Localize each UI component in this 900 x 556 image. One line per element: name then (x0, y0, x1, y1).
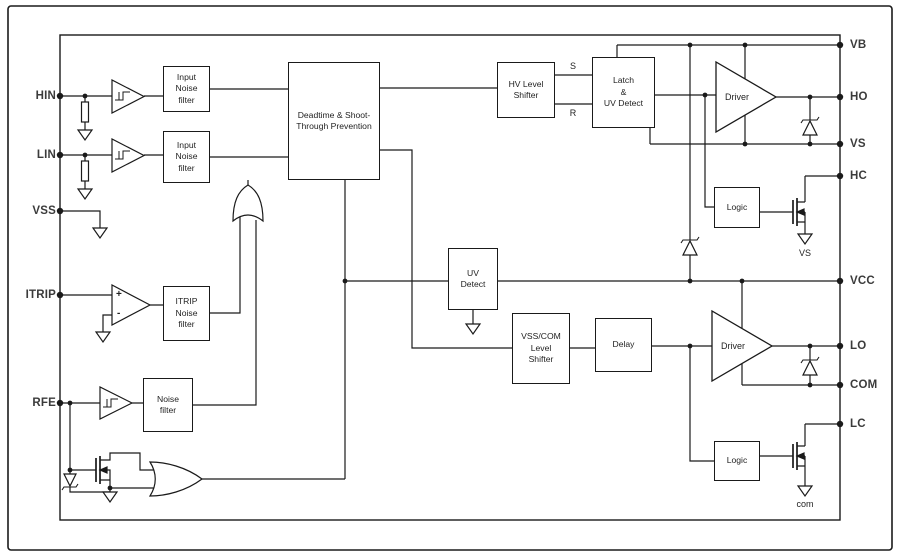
pin-label-rfe: RFE (32, 397, 56, 409)
junction-dots (67, 42, 813, 491)
block-uv-detect: UV Detect (448, 248, 498, 310)
com-reference-label: com (796, 499, 814, 509)
pin-label-itrip: ITRIP (25, 289, 56, 301)
vs-reference-label: VS (798, 248, 811, 258)
block-itrip-noise-filter: ITRIP Noise filter (163, 286, 210, 341)
mosfet-high-icon (792, 198, 805, 226)
mosfet-rfe-icon (95, 456, 108, 484)
pin-label-hin: HIN (35, 90, 56, 102)
driver-high-label: Driver (725, 92, 749, 102)
block-logic-low: Logic (714, 441, 760, 481)
mosfet-low-icon (792, 442, 805, 470)
resistor-lin-icon (80, 160, 90, 182)
ic-boundary (59, 34, 841, 521)
block-rfe-noise-filter: Noise filter (143, 378, 193, 432)
pin-label-lc: LC (850, 418, 866, 430)
pin-label-vs: VS (850, 138, 866, 150)
rfe-zener-diode-icon (61, 473, 79, 491)
set-signal-label: S (569, 61, 576, 71)
pin-dots (56, 41, 844, 428)
driver-low-triangle (711, 309, 774, 383)
low-side-clamp-diode-icon (800, 356, 820, 376)
block-hv-level-shifter: HV Level Shifter (497, 62, 555, 118)
block-latch-uv-detect: Latch & UV Detect (592, 57, 655, 128)
ground-icons (76, 129, 814, 504)
block-input-noise-filter-hin: Input Noise filter (163, 66, 210, 112)
block-deadtime-shoot-through: Deadtime & Shoot- Through Prevention (288, 62, 380, 180)
bootstrap-diode-icon (680, 236, 700, 256)
or-gate-fault-icon (148, 461, 204, 497)
pin-label-hc: HC (850, 170, 868, 182)
pin-label-vss: VSS (32, 205, 56, 217)
or-gate-shutdown-icon (232, 184, 264, 223)
block-vsscom-level-shifter: VSS/COM Level Shifter (512, 313, 570, 384)
pin-label-vcc: VCC (850, 275, 875, 287)
resistor-hin-icon (80, 101, 90, 123)
comparator-plus-label: + (116, 289, 122, 300)
pin-label-ho: HO (850, 91, 868, 103)
high-side-clamp-diode-icon (800, 116, 820, 136)
schmitt-buffer-rfe-icon (99, 386, 134, 420)
reset-signal-label: R (569, 108, 577, 118)
pin-label-com: COM (850, 379, 878, 391)
pin-label-lin: LIN (36, 149, 56, 161)
pin-label-vb: VB (850, 39, 867, 51)
schmitt-buffer-hin-icon (111, 79, 146, 114)
schmitt-buffer-lin-icon (111, 138, 146, 173)
pin-label-lo: LO (850, 340, 867, 352)
comparator-itrip-icon (111, 284, 152, 326)
comparator-minus-label: - (117, 308, 121, 319)
block-logic-high: Logic (714, 187, 760, 228)
driver-low-label: Driver (721, 341, 745, 351)
outer-frame (7, 5, 893, 551)
block-delay: Delay (595, 318, 652, 372)
driver-high-triangle (715, 60, 778, 134)
block-input-noise-filter-lin: Input Noise filter (163, 131, 210, 183)
